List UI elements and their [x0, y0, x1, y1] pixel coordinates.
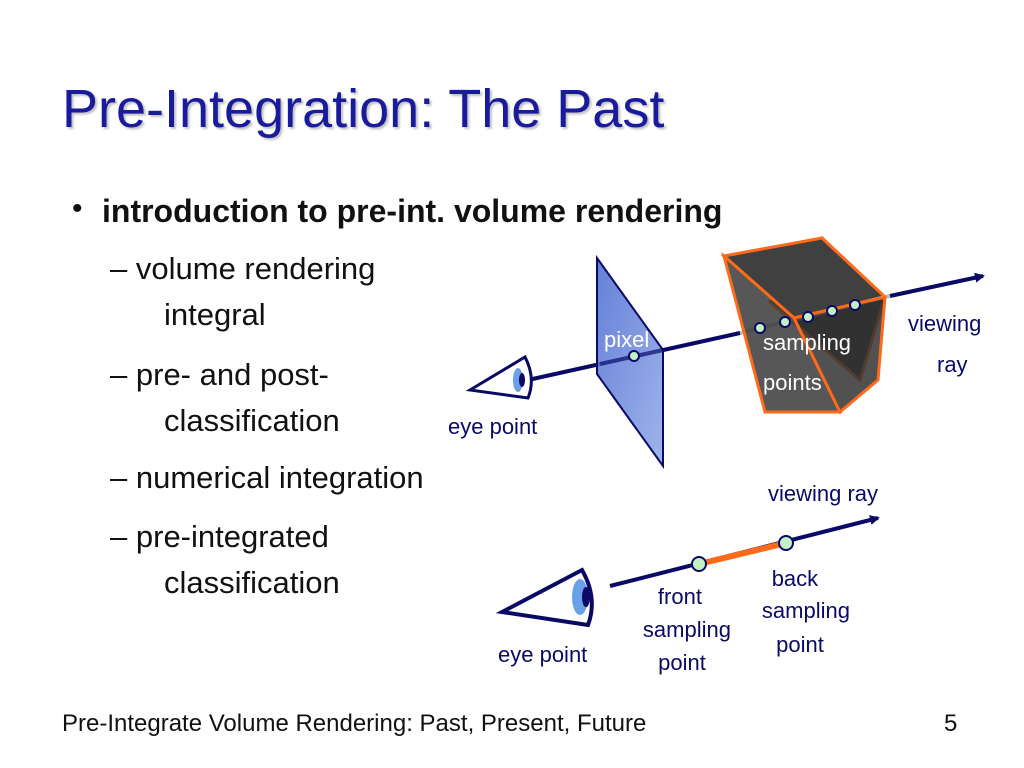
dash-icon: –	[110, 251, 128, 286]
dash-icon: –	[110, 357, 128, 392]
subitem-pre-integrated: – pre-integrated classification	[110, 514, 340, 606]
sampling-point	[754, 322, 766, 334]
viewing-ray-top-exit	[889, 272, 985, 298]
front-sampling-point	[691, 556, 707, 572]
back-label-line: back	[772, 566, 819, 591]
image-plane	[596, 254, 664, 470]
sampling-point	[802, 311, 814, 323]
top-diagram: pixel sampling points viewing ray eye po…	[448, 235, 985, 470]
subitem-volume-rendering-integral: – volume rendering integral	[110, 246, 375, 338]
dash-icon: –	[110, 519, 128, 554]
eye-point-label: eye point	[448, 414, 537, 439]
eye-icon	[495, 567, 594, 628]
pixel-point	[628, 350, 640, 362]
front-label-line: sampling	[643, 617, 731, 642]
front-sampling-point-label: front sampling point	[643, 584, 737, 675]
ray-label: ray	[937, 352, 968, 377]
subitem-line: pre- and post-	[135, 357, 329, 392]
main-bullet: introduction to pre-int. volume renderin…	[102, 193, 723, 229]
subitem-line: pre-integrated	[135, 519, 329, 554]
subitem-line: numerical integration	[135, 460, 424, 495]
subitem-line: volume rendering	[135, 251, 376, 286]
sampling-point	[826, 305, 838, 317]
back-label-line: point	[776, 632, 824, 657]
back-sampling-point	[778, 535, 794, 551]
subitem-line: classification	[164, 565, 340, 600]
front-label-line: front	[658, 584, 702, 609]
subitem-classification: – pre- and post- classification	[110, 352, 340, 444]
eye-point-label: eye point	[498, 642, 587, 667]
subitem-line: classification	[164, 403, 340, 438]
points-label: points	[763, 370, 822, 395]
back-sampling-point-label: back sampling point	[762, 566, 856, 657]
back-label-line: sampling	[762, 598, 850, 623]
sampling-point	[779, 316, 791, 328]
subitem-numerical-integration: – numerical integration	[110, 455, 424, 501]
viewing-ray-label: viewing ray	[768, 481, 878, 506]
page-number: 5	[944, 710, 958, 737]
viewing-label: viewing	[908, 311, 981, 336]
dash-icon: –	[110, 460, 128, 495]
footer-title: Pre-Integrate Volume Rendering: Past, Pr…	[62, 710, 647, 737]
bottom-diagram: viewing ray front sampling point back sa…	[495, 481, 880, 675]
sampling-label: sampling	[763, 330, 851, 355]
slide-title: Pre-Integration: The Past	[62, 79, 665, 139]
bullet-icon: •	[72, 192, 83, 225]
integration-segment	[698, 540, 787, 567]
sampling-point	[849, 299, 861, 311]
subitem-line: integral	[164, 297, 266, 332]
eye-icon	[465, 354, 533, 400]
pixel-label: pixel	[604, 327, 649, 352]
front-label-line: point	[658, 650, 706, 675]
